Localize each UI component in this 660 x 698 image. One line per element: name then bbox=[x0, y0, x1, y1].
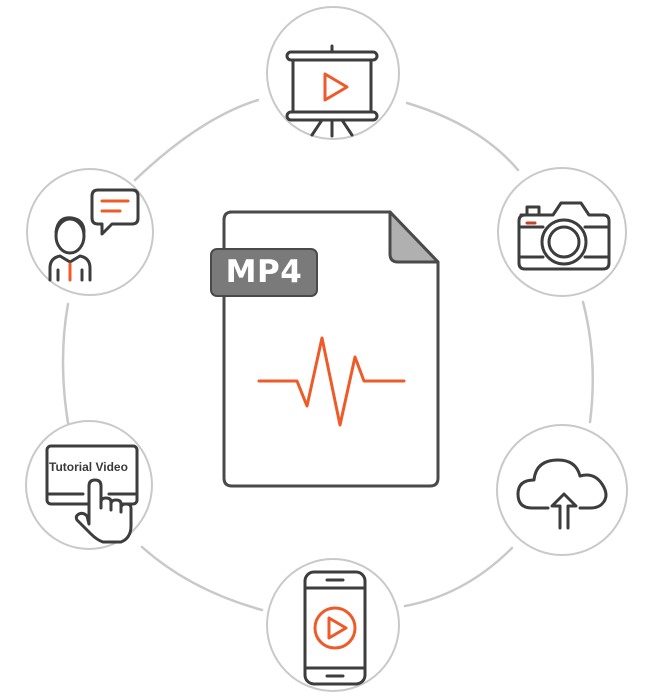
node-camera[interactable] bbox=[497, 167, 627, 297]
arc-speaker-presentation bbox=[133, 98, 260, 182]
person-speech-icon bbox=[48, 188, 140, 282]
node-cloud-upload[interactable] bbox=[496, 424, 628, 556]
tutorial-video-label: Tutorial Video bbox=[49, 460, 128, 474]
arc-phone-tutorial bbox=[140, 545, 264, 612]
arc-tutorial-speaker bbox=[61, 302, 70, 425]
mp4-label: MP4 bbox=[210, 248, 318, 297]
cloud-upload-icon bbox=[516, 458, 608, 530]
mobile-play-icon bbox=[303, 570, 367, 686]
arc-presentation-camera bbox=[405, 101, 520, 172]
presentation-play-icon bbox=[285, 44, 379, 138]
node-mobile-video[interactable] bbox=[266, 558, 400, 692]
page-fold bbox=[388, 210, 440, 264]
tutorial-video-icon bbox=[45, 444, 139, 544]
node-presentation[interactable] bbox=[266, 6, 400, 140]
node-tutorial[interactable]: Tutorial Video bbox=[25, 420, 153, 550]
arc-camera-cloud bbox=[581, 300, 595, 424]
camera-icon bbox=[517, 201, 611, 271]
arc-cloud-phone bbox=[403, 546, 514, 608]
waveform-icon bbox=[257, 336, 406, 427]
node-speaker[interactable] bbox=[26, 168, 154, 296]
